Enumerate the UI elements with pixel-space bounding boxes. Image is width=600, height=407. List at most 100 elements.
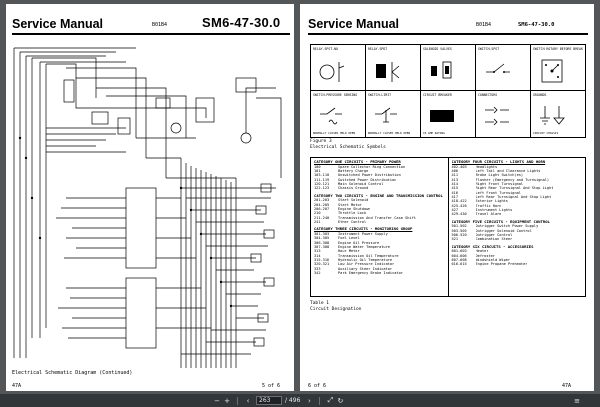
right-header-rule — [308, 33, 588, 35]
toolbar-divider — [237, 396, 238, 405]
symbol-switch-spst: SWITCH-SPST — [476, 45, 531, 90]
left-header-code-small: B01B4 — [152, 22, 168, 28]
ground-icon — [540, 106, 565, 125]
solenoid-valve-icon — [431, 61, 452, 79]
left-page: Service Manual B01B4 SM6-47-30.0 — [6, 4, 294, 391]
category-five: CATEGORY FIVE CIRCUITS - EQUIPMENT CONTR… — [452, 220, 583, 242]
right-header-code: SM6-47-30.0 — [518, 22, 555, 28]
symbols-figure: RELAY-SPST-NO RELAY-SPDT SOLENOID VALVES… — [310, 44, 586, 138]
table-caption: Circuit Designation — [310, 307, 362, 312]
limit-switch-icon — [375, 107, 397, 123]
page-number-input[interactable]: 263 — [256, 396, 282, 405]
relay-spdt-icon — [376, 62, 400, 82]
right-header-code-small: B01B4 — [476, 22, 492, 28]
right-page-id: 47A — [562, 383, 572, 389]
fit-page-icon[interactable]: ⤢ — [327, 396, 334, 404]
figure-label: Figure 3 — [310, 139, 332, 144]
category-three: CATEGORY THREE CIRCUITS - MONITORING GRO… — [314, 227, 445, 275]
left-header-title: Service Manual — [12, 17, 104, 31]
toolbar-divider — [319, 396, 321, 405]
relay-symbol-icon — [319, 62, 345, 82]
table-label: Table 1 — [310, 301, 329, 306]
rotary-switch-icon — [541, 59, 563, 83]
table-right-column: CATEGORY FOUR CIRCUITS - LIGHTS AND HORN… — [449, 158, 586, 296]
pressure-switch-icon — [320, 107, 342, 125]
left-page-number: 5 of 6 — [262, 383, 281, 389]
symbol-switch-limit: SWITCH-LIMIT NORMALLY CLOSED HELD OPEN — [366, 91, 421, 137]
rotate-icon[interactable]: ↻ — [337, 396, 344, 405]
connector-icon — [485, 106, 509, 126]
left-header-rule — [12, 33, 290, 35]
next-page-icon[interactable]: › — [307, 396, 311, 405]
page-total: / 496 — [285, 397, 301, 404]
category-two: CATEGORY TWO CIRCUITS - ENGINE AND TRANS… — [314, 193, 443, 224]
circuit-breaker-icon — [430, 110, 454, 122]
circuit-designation-table: CATEGORY ONE CIRCUITS - PRIMARY POWER 10… — [310, 157, 586, 297]
electrical-schematic-diagram — [13, 47, 282, 368]
symbol-switch-pressure: SWITCH-PRESSURE SENSING NORMALLY CLOSED … — [311, 91, 366, 137]
symbol-circuit-breaker: CIRCUIT BREAKER 15 AMP RATING — [421, 91, 476, 137]
right-header-title: Service Manual — [308, 17, 400, 31]
switch-spst-icon — [486, 63, 510, 73]
symbol-relay-spst-no: RELAY-SPST-NO — [311, 45, 366, 90]
figure-caption: Electrical Schematic Symbols — [310, 145, 386, 150]
symbol-relay-spdt: RELAY-SPDT — [366, 45, 421, 90]
category-four: CATEGORY FOUR CIRCUITS - LIGHTS AND HORN… — [452, 160, 583, 217]
symbol-switch-rotary: SWITCH ROTARY BEFORE BREAK — [531, 45, 585, 90]
table-left-column: CATEGORY ONE CIRCUITS - PRIMARY POWER 10… — [311, 158, 449, 296]
zoom-out-icon[interactable]: − — [214, 396, 220, 405]
toolbar-right: ≡ — [572, 395, 582, 406]
left-header-code: SM6-47-30.0 — [202, 15, 281, 30]
pdf-viewer-toolbar: − + ‹ 263 / 496 › ⤢ ↻ ≡ — [0, 394, 600, 407]
page-navigation: − + ‹ 263 / 496 › ⤢ ↻ — [212, 395, 345, 406]
menu-icon[interactable]: ≡ — [574, 396, 580, 405]
category-one: CATEGORY ONE CIRCUITS - PRIMARY POWER 10… — [314, 160, 445, 191]
symbol-grounds: GROUNDS CIRCUIT CHASSIS — [531, 91, 585, 137]
zoom-in-icon[interactable]: + — [224, 396, 230, 405]
previous-page-icon[interactable]: ‹ — [246, 396, 250, 405]
left-page-id: 47A — [12, 383, 22, 389]
category-six: CATEGORY SIX CIRCUITS - ACCESSORIES 601-… — [452, 245, 583, 267]
left-figure-caption: Electrical Schematic Diagram (Continued) — [12, 370, 133, 376]
